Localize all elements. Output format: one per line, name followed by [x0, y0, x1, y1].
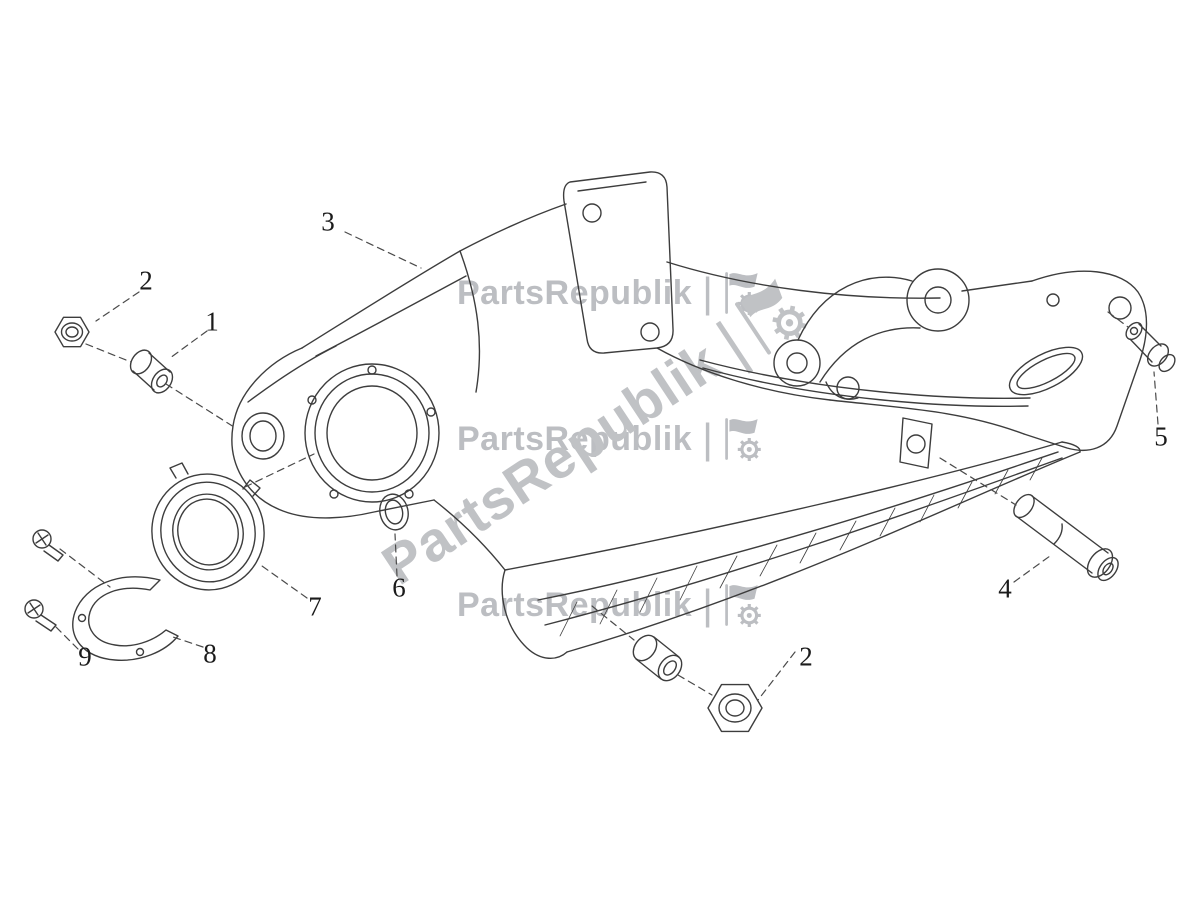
hex-nut-bottom [707, 683, 763, 733]
hex-nut-top [54, 316, 90, 348]
part-label-1: 1 [205, 306, 219, 337]
seal-ring [379, 493, 409, 531]
part-label-4: 4 [998, 573, 1012, 604]
bushing-front [129, 349, 174, 394]
screw-upper [32, 529, 64, 562]
part-label-9: 9 [78, 641, 92, 672]
part-label-3: 3 [321, 206, 335, 237]
part-label-2a: 2 [139, 265, 153, 296]
bushing-rear [632, 634, 683, 682]
bearing-ring [151, 462, 265, 591]
part-label-5: 5 [1154, 421, 1168, 452]
part-label-2b: 2 [799, 641, 813, 672]
part-label-8: 8 [203, 638, 217, 669]
screw-lower [24, 599, 57, 632]
bolt-short [1125, 321, 1176, 373]
part-label-7: 7 [308, 591, 322, 622]
swing-arm-housing [231, 203, 567, 571]
front-bracket [562, 171, 674, 354]
cover-plate [72, 576, 179, 661]
bottom-arm [501, 441, 1081, 659]
leader-lines [54, 231, 1159, 701]
part-label-6: 6 [392, 572, 406, 603]
right-arm [656, 261, 1148, 469]
shock-linkage [773, 268, 970, 400]
bolt-long [1013, 493, 1119, 582]
